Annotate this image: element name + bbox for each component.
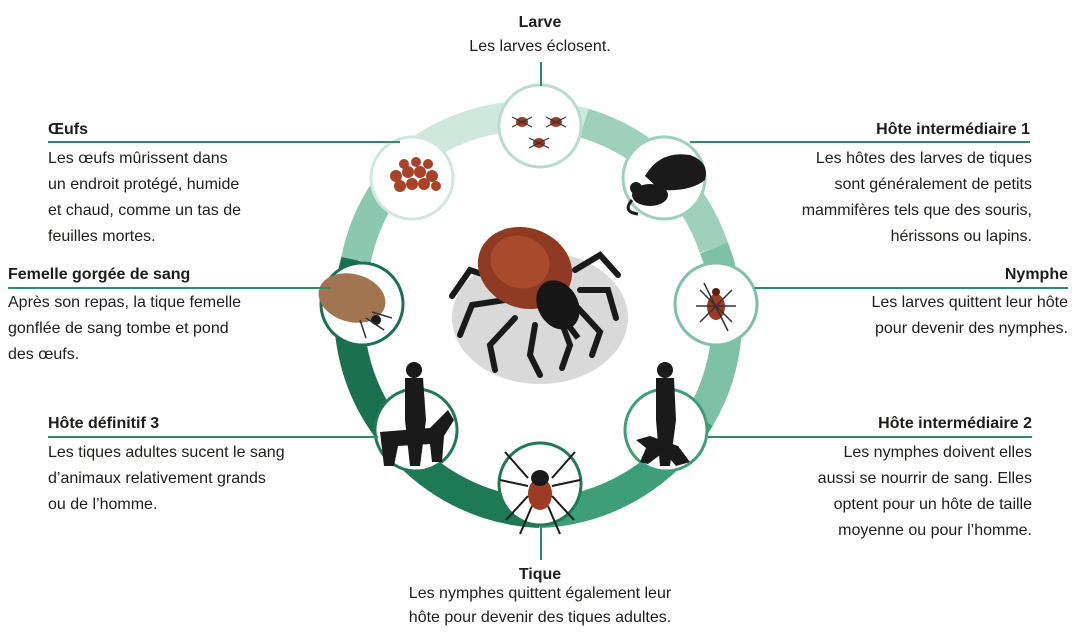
hote1-line: sont généralement de petits — [720, 172, 1032, 198]
connector-larve — [540, 62, 542, 86]
stage-circle-hote1 — [623, 137, 706, 219]
femelle-line: des œufs. — [8, 342, 308, 368]
connector-hote1 — [690, 141, 1030, 143]
oeufs-line: et chaud, comme un tas de — [48, 198, 348, 224]
stage-circle-larve — [499, 85, 581, 167]
hote2-line: Les nymphes doivent elles — [720, 440, 1032, 466]
hote1-text: Les hôtes des larves de tiques sont géné… — [720, 146, 1032, 250]
hote1-line: hérissons ou lapins. — [720, 224, 1032, 250]
nymphe-line: Les larves quittent leur hôte — [768, 290, 1068, 316]
larve-text: Les larves éclosent. — [400, 34, 680, 60]
oeufs-line: un endroit protégé, humide — [48, 172, 348, 198]
femelle-line: gonflée de sang tombe et pond — [8, 316, 308, 342]
stage-circle-hote3 — [375, 362, 457, 471]
hote3-line: ou de l’homme. — [48, 492, 358, 518]
oeufs-line: feuilles mortes. — [48, 224, 348, 250]
nymphe-title: Nymphe — [868, 266, 1068, 284]
hote2-text: Les nymphes doivent elles aussi se nourr… — [720, 440, 1032, 544]
hote3-title: Hôte définitif 3 — [48, 415, 159, 433]
femelle-title: Femelle gorgée de sang — [8, 266, 190, 284]
hote2-title: Hôte intermédiaire 2 — [780, 415, 1032, 433]
hote3-line: d’animaux relativement grands — [48, 466, 358, 492]
femelle-line: Après son repas, la tique femelle — [8, 290, 308, 316]
hote2-line: aussi se nourrir de sang. Elles — [720, 466, 1032, 492]
tique-line: hôte pour devenir des tiques adultes. — [340, 606, 740, 630]
tique-text: Les nymphes quittent également leur hôte… — [340, 582, 740, 630]
connector-hote2 — [708, 436, 1032, 438]
stage-circle-hote2 — [625, 362, 707, 471]
hote1-line: Les hôtes des larves de tiques — [720, 146, 1032, 172]
stage-circle-oeufs — [371, 137, 453, 219]
oeufs-title: Œufs — [48, 121, 88, 139]
hote3-text: Les tiques adultes sucent le sang d’anim… — [48, 440, 358, 518]
connector-tique — [540, 526, 542, 560]
hote3-line: Les tiques adultes sucent le sang — [48, 440, 358, 466]
connector-nymphe — [755, 287, 1068, 289]
hote2-line: optent pour un hôte de taille — [720, 492, 1032, 518]
stage-circle-femelle — [313, 263, 403, 345]
stage-circle-nymphe — [675, 263, 757, 345]
hote2-line: moyenne ou pour l’homme. — [720, 518, 1032, 544]
hote1-title: Hôte intermédiaire 1 — [780, 121, 1030, 139]
nymphe-text: Les larves quittent leur hôte pour deven… — [768, 290, 1068, 342]
femelle-text: Après son repas, la tique femelle gonflé… — [8, 290, 308, 368]
oeufs-line: Les œufs mûrissent dans — [48, 146, 348, 172]
nymphe-line: pour devenir des nymphes. — [768, 316, 1068, 342]
hote1-line: mammifères tels que des souris, — [720, 198, 1032, 224]
tique-line: Les nymphes quittent également leur — [340, 582, 740, 606]
center-tick-illustration — [452, 214, 628, 384]
connector-oeufs — [48, 141, 400, 143]
oeufs-text: Les œufs mûrissent dans un endroit proté… — [48, 146, 348, 250]
connector-hote3 — [48, 436, 378, 438]
connector-femelle — [8, 287, 330, 289]
larve-title: Larve — [440, 14, 640, 32]
